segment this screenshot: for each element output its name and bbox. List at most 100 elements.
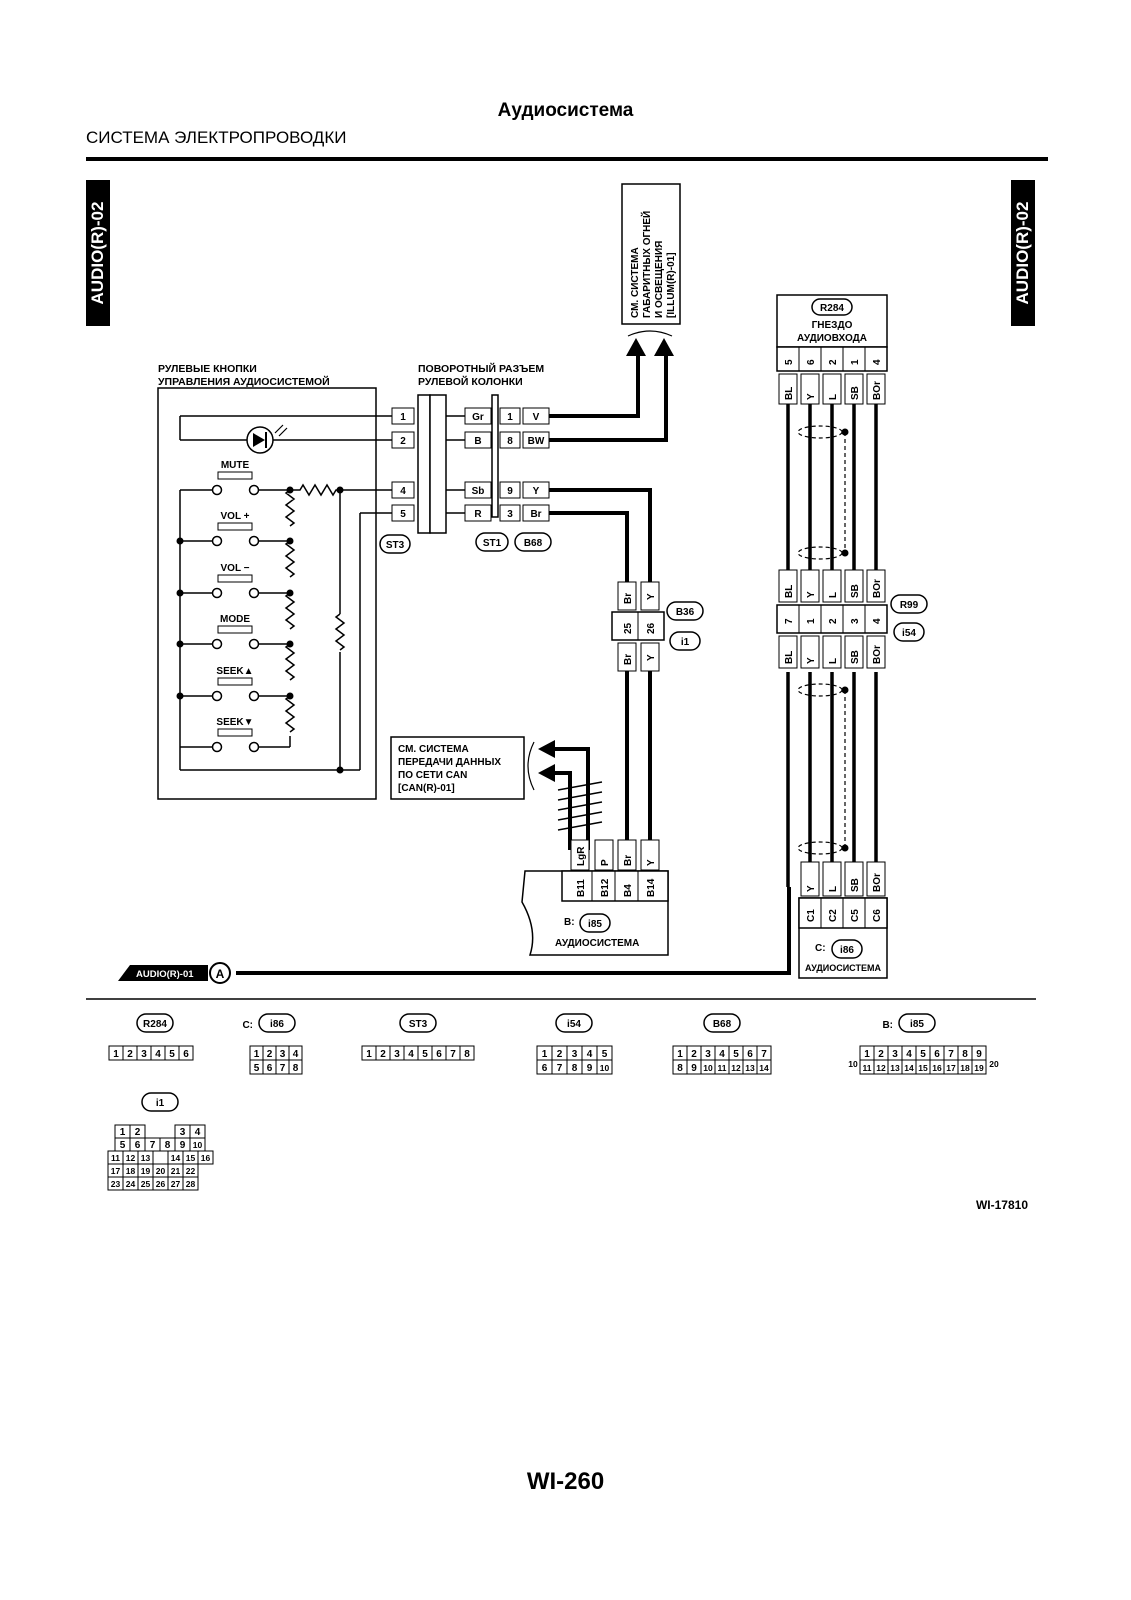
pin-number: 7 — [948, 1049, 954, 1060]
r99-top-color: BOr — [872, 579, 883, 598]
figure-code: WI-17810 — [976, 1198, 1028, 1212]
tag-st1: ST1 — [483, 538, 502, 549]
r99-top-color: Y — [806, 591, 817, 598]
pin-number: 3 — [705, 1049, 711, 1060]
r284-pin: 5 — [784, 359, 795, 365]
pin-number: 7 — [280, 1063, 286, 1074]
i86-pin: C6 — [872, 909, 883, 922]
steering-switch: РУЛЕВЫЕ КНОПКИ УПРАВЛЕНИЯ АУДИОСИСТЕМОЙ — [157, 363, 392, 800]
r99-pin: 1 — [806, 618, 817, 624]
svg-text:3: 3 — [507, 509, 513, 520]
svg-text:AUDIO(R)-01: AUDIO(R)-01 — [136, 969, 194, 980]
pin-number: 6 — [934, 1049, 940, 1060]
r99-pin: 7 — [784, 618, 795, 624]
led-icon — [179, 415, 392, 454]
connector-prefix: B: — [882, 1020, 893, 1031]
pin-number: 26 — [156, 1179, 166, 1189]
pin-number: 3 — [141, 1049, 147, 1060]
pin-number: 14 — [904, 1063, 914, 1073]
section-subtitle: СИСТЕМА ЭЛЕКТРОПРОВОДКИ — [86, 128, 347, 147]
pin-number: 1 — [113, 1049, 119, 1060]
r99-bottom-color: BOr — [872, 645, 883, 664]
side-tag-left: AUDIO(R)-02 — [86, 180, 110, 326]
pin-number: 25 — [141, 1179, 151, 1189]
i86-pin: C5 — [850, 909, 861, 922]
pin-number: 5 — [422, 1049, 428, 1060]
connector-tag: i1 — [156, 1098, 165, 1109]
i85-pin: B14 — [646, 878, 657, 897]
pin-number: 4 — [195, 1127, 201, 1138]
pin-number: 2 — [127, 1049, 133, 1060]
connector-tag: i86 — [270, 1019, 284, 1030]
svg-text:СМ. СИСТЕМА: СМ. СИСТЕМА — [398, 744, 469, 755]
r284-pin: 2 — [828, 359, 839, 365]
i85-pin: B11 — [576, 879, 587, 897]
b36-junction: Br Y 25 26 Br Y B36 i1 — [611, 581, 704, 672]
pin-number: 4 — [906, 1049, 912, 1060]
svg-text:1: 1 — [507, 412, 513, 423]
pin-number: 9 — [587, 1063, 593, 1074]
pin-number: 4 — [408, 1049, 414, 1060]
pin-number: 9 — [976, 1049, 982, 1060]
rotary-row-2: B 8 BW — [446, 431, 550, 449]
i85-wire-color: LgR — [576, 846, 587, 866]
pin-number: 15 — [186, 1153, 196, 1163]
svg-text:R: R — [474, 509, 482, 520]
illum-reference: СМ. СИСТЕМА ГАБАРИТНЫХ ОГНЕЙ И ОСВЕЩЕНИЯ… — [621, 183, 681, 356]
rotary-row-3: Sb 9 Y — [446, 481, 550, 499]
r99-bottom-color: SB — [850, 650, 861, 664]
button-vol-up: VOL + — [211, 511, 260, 547]
audio-r-01-reference: AUDIO(R)-01 A — [118, 962, 231, 984]
tag-i54: i54 — [902, 628, 916, 639]
svg-text:B: B — [474, 436, 481, 447]
side-tag-right: AUDIO(R)-02 — [1011, 180, 1035, 326]
svg-text:РУЛЕВОЙ КОЛОНКИ: РУЛЕВОЙ КОЛОНКИ — [418, 375, 523, 388]
svg-text:A: A — [216, 967, 225, 981]
pin-number: 10 — [600, 1063, 610, 1073]
pin-number: 12 — [876, 1063, 886, 1073]
svg-text:MODE: MODE — [220, 614, 250, 625]
pin-number: 19 — [974, 1063, 984, 1073]
svg-text:Br: Br — [623, 593, 634, 604]
pin-number: 10 — [848, 1059, 858, 1069]
svg-text:9: 9 — [507, 486, 513, 497]
pin-number: 3 — [572, 1049, 578, 1060]
svg-text:РУЛЕВЫЕ КНОПКИ: РУЛЕВЫЕ КНОПКИ — [158, 363, 257, 375]
i86-wire-color: L — [828, 886, 839, 892]
i85-wire-color: P — [600, 859, 611, 866]
svg-text:УПРАВЛЕНИЯ АУДИОСИСТЕМОЙ: УПРАВЛЕНИЯ АУДИОСИСТЕМОЙ — [158, 375, 330, 388]
pin-number: 8 — [464, 1049, 470, 1060]
pin-number: 16 — [201, 1153, 211, 1163]
pin-number: 4 — [719, 1049, 725, 1060]
svg-text:VOL +: VOL + — [221, 511, 250, 522]
pin-number: 8 — [962, 1049, 968, 1060]
pin-number: 23 — [111, 1179, 121, 1189]
svg-text:25: 25 — [623, 622, 634, 634]
tag-i85: i85 — [588, 919, 602, 930]
pin-number: 12 — [126, 1153, 136, 1163]
tag-r284: R284 — [820, 303, 844, 314]
pin-number: 16 — [932, 1063, 942, 1073]
pin-number: 18 — [126, 1166, 136, 1176]
pin-number: 10 — [703, 1063, 713, 1073]
pin-number: 5 — [254, 1063, 260, 1074]
pin-number: 12 — [731, 1063, 741, 1073]
header-rule — [86, 157, 1048, 161]
r284-pin: 1 — [850, 359, 861, 365]
pin-number: 22 — [186, 1166, 196, 1176]
tag-r99: R99 — [900, 600, 919, 611]
pin-number: 20 — [156, 1166, 166, 1176]
pin-number: 17 — [111, 1166, 121, 1176]
svg-text:1: 1 — [400, 412, 406, 423]
svg-text:Sb: Sb — [472, 486, 485, 497]
page-title: Аудиосистема — [497, 100, 634, 121]
pin-number: 10 — [193, 1140, 203, 1150]
pin-number: 2 — [380, 1049, 386, 1060]
pin-number: 5 — [602, 1049, 608, 1060]
